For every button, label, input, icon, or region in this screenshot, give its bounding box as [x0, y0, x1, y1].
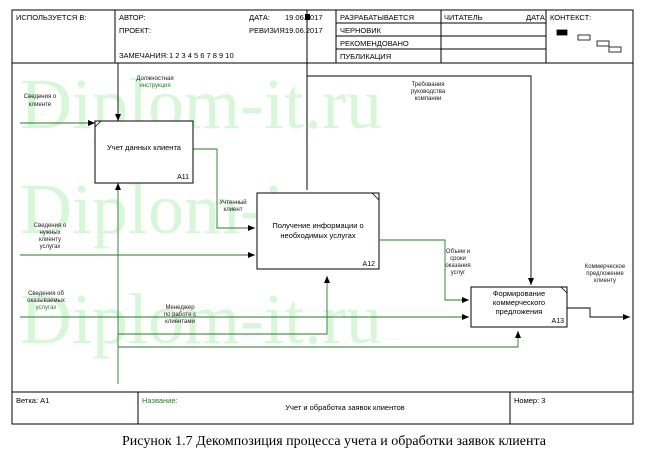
diagram-frame	[11, 9, 634, 425]
svg-text:Сведения об: Сведения об	[28, 291, 64, 297]
status-draft: ЧЕРНОВИК	[340, 26, 382, 35]
svg-text:по работе с: по работе с	[164, 312, 196, 318]
notes-numbers: 1 2 3 4 5 6 7 8 9 10	[169, 51, 234, 60]
svg-text:предложение: предложение	[586, 271, 624, 277]
svg-text:клиенте: клиенте	[29, 102, 52, 108]
revision-label: РЕВИЗИЯ:	[249, 26, 287, 35]
arrow-management-requirements	[307, 75, 534, 285]
svg-text:клиентами: клиентами	[165, 319, 195, 325]
watermark-line-3: Diplom-it.ru	[20, 279, 382, 359]
a12-label-line-2: необходимых услугах	[280, 231, 355, 240]
context-label: КОНТЕКСТ:	[550, 13, 591, 22]
arrow-commercial-offer	[567, 307, 630, 320]
svg-text:клиент: клиент	[224, 207, 243, 213]
arrow-manager-a12	[118, 276, 330, 335]
project-label: ПРОЕКТ:	[119, 26, 151, 35]
status-marker	[305, 14, 310, 20]
arrow-manager-a13	[118, 331, 521, 348]
watermark-line-1: Diplom-it.ru	[20, 64, 382, 144]
svg-text:сроки: сроки	[450, 256, 466, 262]
a13-number: А13	[552, 318, 565, 325]
footer-grid	[12, 391, 633, 424]
a13-label-line-2: коммерческого	[493, 298, 545, 307]
notes-label: ЗАМЕЧАНИЯ:	[119, 51, 168, 60]
controls	[115, 63, 630, 320]
revision-value: 19.06.2017	[285, 26, 323, 35]
a11-label: Учет данных клиента	[107, 143, 182, 152]
svg-text:клиенту: клиенту	[594, 278, 616, 284]
footer-number-label: Номер: 3	[514, 396, 545, 405]
connections	[20, 120, 521, 384]
used-in-label: ИСПОЛЬЗУЕТСЯ В:	[16, 13, 87, 22]
label-client-info: Сведения о клиенте	[24, 94, 57, 108]
activity-box-a11: Учет данных клиента А11	[94, 120, 194, 184]
svg-text:услугах: услугах	[40, 244, 61, 250]
svg-text:Учтенный: Учтенный	[219, 199, 246, 206]
context-thumbnail	[556, 29, 622, 53]
status-recommended: РЕКОМЕНДОВАНО	[340, 39, 409, 48]
svg-text:нужных: нужных	[39, 230, 60, 236]
footer-name-label: Название:	[142, 396, 178, 405]
label-registered-client: Учтенный клиент	[219, 199, 246, 213]
figure-caption: Рисунок 1.7 Декомпозиция процесса учета …	[122, 434, 546, 449]
svg-text:Коммерческое: Коммерческое	[585, 264, 626, 270]
label-provided-services: Сведения об оказываемых услугах	[27, 291, 65, 311]
svg-text:Должностная: Должностная	[136, 76, 173, 82]
author-label: АВТОР:	[119, 13, 146, 22]
svg-text:компании: компании	[415, 96, 442, 102]
label-commercial-offer: Коммерческое предложение клиенту	[585, 264, 626, 284]
svg-text:клиенту: клиенту	[39, 237, 61, 243]
date-value: 19.06.2017	[285, 13, 323, 22]
idef0-diagram: Diplom-it.ru Diplom-it.ru Diplom-it.ru И…	[11, 9, 634, 425]
svg-text:Объем и: Объем и	[446, 249, 470, 255]
a12-label-line-1: Получение информации о	[272, 221, 363, 230]
footer-name-value: Учет и обработка заявок клиентов	[285, 403, 405, 412]
reader-date-label: ДАТА	[526, 13, 545, 22]
svg-text:Сведения о: Сведения о	[24, 94, 57, 100]
reader-label: ЧИТАТЕЛЬ	[444, 13, 483, 22]
svg-text:Менеджер: Менеджер	[165, 305, 195, 311]
label-management-requirements: Требования руководства компании	[411, 82, 446, 102]
svg-text:Сведения о: Сведения о	[34, 223, 67, 229]
svg-text:оказываемых: оказываемых	[27, 298, 65, 304]
status-developing: РАЗРАБАТЫВАЕТСЯ	[340, 13, 414, 22]
svg-text:инструкция: инструкция	[139, 83, 170, 89]
label-needed-services: Сведения о нужных клиенту услугах	[34, 223, 67, 250]
arrow-volume-terms	[380, 239, 469, 303]
svg-text:Требования: Требования	[411, 82, 444, 88]
activity-box-a13: Формирование коммерческого предложения А…	[470, 286, 568, 328]
svg-text:услуг: услуг	[451, 270, 466, 276]
svg-text:оказания: оказания	[445, 263, 470, 269]
a13-label-line-1: Формирование	[493, 289, 545, 298]
date-label: ДАТА:	[249, 13, 270, 22]
footer-node-label: Ветка: А1	[16, 396, 49, 405]
a13-label-line-3: предложения	[496, 307, 543, 316]
svg-text:услугах: услугах	[36, 305, 57, 311]
a11-number: А11	[177, 174, 189, 181]
status-publication: ПУБЛИКАЦИЯ	[340, 52, 391, 61]
a12-number: А12	[363, 261, 376, 268]
label-job-instruction: Должностная инструкция	[136, 76, 173, 89]
label-client-manager: Менеджер по работе с клиентами	[164, 305, 196, 325]
label-volume-terms: Объем и сроки оказания услуг	[445, 249, 470, 276]
svg-text:руководства: руководства	[411, 89, 446, 95]
activity-box-a12: Получение информации о необходимых услуг…	[256, 192, 380, 270]
header-grid	[12, 10, 633, 64]
arrow-registered-client	[193, 148, 255, 231]
